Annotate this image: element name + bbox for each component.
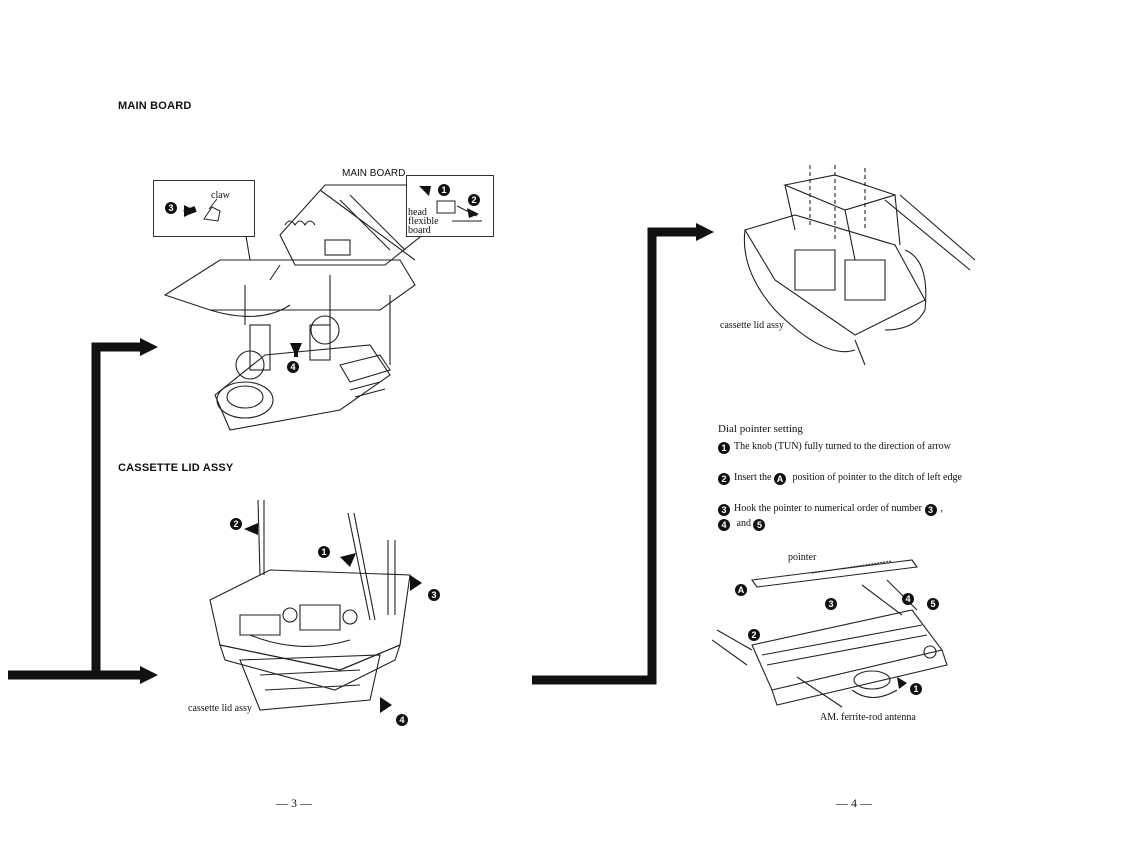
- callout-3-claw: 3: [165, 196, 177, 214]
- section-title-cassette-lid: CASSETTE LID ASSY: [118, 462, 234, 474]
- callout-3-lid: 3: [428, 583, 440, 601]
- cassette-lid-label-right: cassette lid assy: [720, 320, 784, 331]
- callout-4-lid: 4: [396, 708, 408, 726]
- cassette-lid-figure: [209, 499, 422, 713]
- claw-label: claw: [211, 190, 230, 201]
- antenna-label: AM. ferrite-rod antenna: [820, 712, 916, 723]
- main-board-label: MAIN BOARD: [342, 168, 406, 179]
- flow-arrow-left: [8, 338, 158, 684]
- pointer-label: pointer: [788, 552, 817, 563]
- callout-2-dial: 2: [748, 623, 760, 641]
- page-number-4: — 4 —: [836, 796, 872, 810]
- cassette-lid-label-left: cassette lid assy: [188, 703, 252, 714]
- callout-2-head: 2: [468, 188, 480, 206]
- callout-A-dial: A: [735, 578, 747, 596]
- callout-1-lid: 1: [318, 540, 330, 558]
- callout-5-dial: 5: [927, 592, 939, 610]
- head-flex-inset: [406, 175, 494, 237]
- cassette-mechanism-figure: [743, 165, 976, 366]
- flow-arrow-right: [532, 223, 714, 685]
- head-flex-label-2: flexible: [408, 216, 439, 227]
- callout-3-dial: 3: [825, 592, 837, 610]
- callout-1-dial: 1: [910, 677, 922, 695]
- section-title-main-board: MAIN BOARD: [118, 100, 192, 112]
- callout-4-board: 4: [287, 355, 299, 373]
- head-flex-label-1: head: [408, 207, 427, 218]
- dial-section-title: Dial pointer setting: [718, 423, 803, 435]
- callout-2-lid: 2: [230, 512, 242, 530]
- callout-1-head: 1: [438, 178, 450, 196]
- page-number-3: — 3 —: [276, 796, 312, 810]
- callout-4-dial: 4: [902, 587, 914, 605]
- main-board-exploded-figure: [163, 184, 436, 431]
- head-flex-label-3: board: [408, 225, 431, 236]
